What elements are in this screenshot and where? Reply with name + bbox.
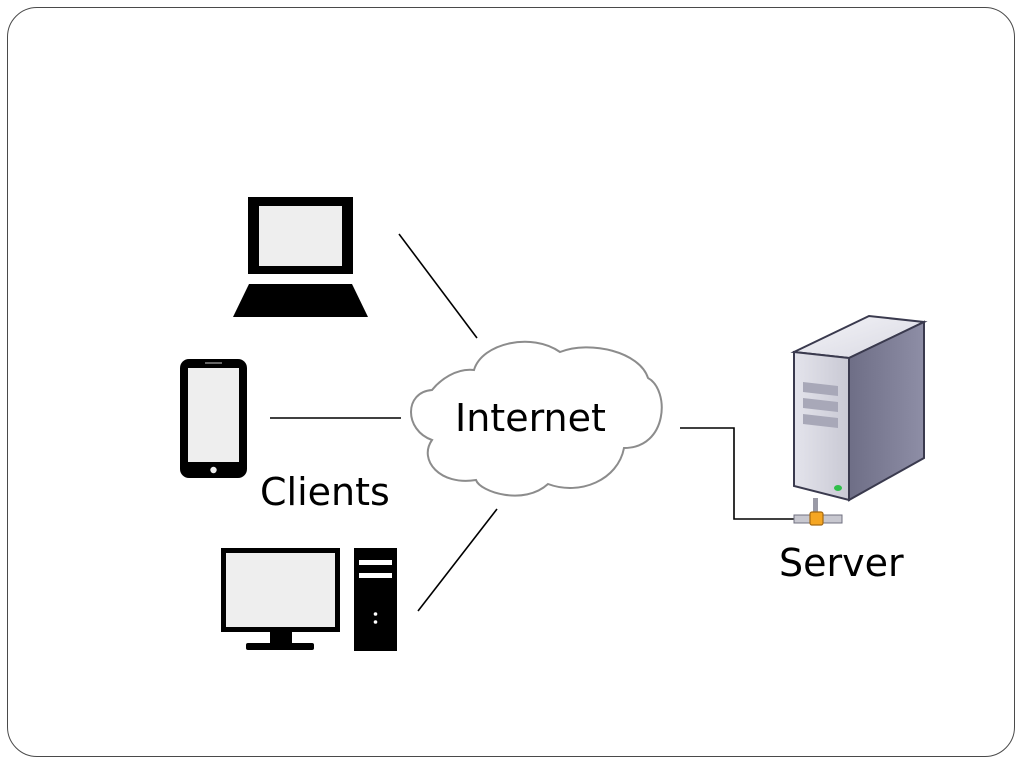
server-label: Server: [779, 541, 904, 585]
desktop-computer-icon: [221, 548, 397, 651]
clients-label: Clients: [260, 470, 390, 514]
internet-label: Internet: [455, 396, 606, 440]
server-icon: [790, 314, 928, 526]
laptop-icon: [233, 197, 368, 317]
server-link-line: [680, 427, 795, 520]
cloud-icon: [410, 340, 663, 497]
smartphone-icon: [180, 359, 247, 478]
desktop-link-line: [417, 508, 498, 612]
laptop-link-line: [398, 233, 478, 339]
